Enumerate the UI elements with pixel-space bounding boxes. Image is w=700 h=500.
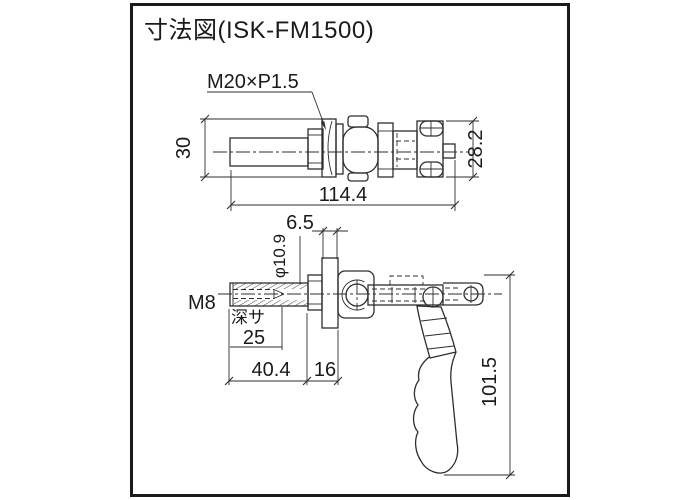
top-view-hex-nut [307,128,324,170]
dim-label-28-2: 28.2 [465,130,487,169]
depth-value: 25 [243,327,265,349]
dim-label-6-5: 6.5 [286,212,314,234]
top-view-frame [377,122,394,178]
top-view-spindle-tip [442,143,456,159]
thread-callout-m20: M20×P1.5 [207,71,326,130]
side-view-clamp-arm [367,275,444,306]
dim-handle-height: 101.5 [444,270,515,480]
side-view-flange [321,257,339,329]
handle [412,305,459,474]
depth-label: 深サ [231,308,265,327]
dim-label-114-4: 114.4 [319,184,368,206]
dim-label-16: 16 [314,359,336,381]
drawing-border [130,3,570,497]
page-title: 寸法図(ISK-FM1500) [144,17,375,44]
top-view-body-barrel [342,115,379,182]
side-view-spindle-bar [443,282,484,306]
handle-grip [412,351,459,474]
side-view-threaded-rod [229,282,309,307]
top-view: 30 114.4 28.2 M20×P1 [173,71,487,211]
side-view-base-body [337,270,375,319]
dim-label-40-4: 40.4 [252,359,291,381]
dim-label-dia-10-9: φ10.9 [270,234,289,278]
side-view-handle-pivot [422,286,444,308]
dim-flange-diameter: 30 [173,114,328,182]
thread-depth-callout: 深サ 25 [230,307,283,350]
leader-arrowhead [320,121,326,130]
dim-rod-diameter: φ10.9 [270,234,301,284]
dim-head-height: 28.2 [446,116,487,182]
top-view-collar [335,123,344,175]
dim-label-101-5: 101.5 [479,357,501,407]
top-view-flange [321,118,337,178]
dim-label-30: 30 [173,137,195,159]
dim-flange-thickness: 6.5 [286,212,348,259]
top-view-roller-block [416,120,444,178]
thread-label-m8: M8 [188,292,216,314]
side-view-hex-nut [307,274,323,311]
thread-label-m20: M20×P1.5 [207,71,299,93]
dim-rod-and-base: 40.4 16 [224,309,343,386]
dim-overall-length: 114.4 [226,160,460,211]
side-view: 6.5 φ10.9 M8 深サ 25 [188,212,515,480]
top-view-mid-block [392,130,418,170]
